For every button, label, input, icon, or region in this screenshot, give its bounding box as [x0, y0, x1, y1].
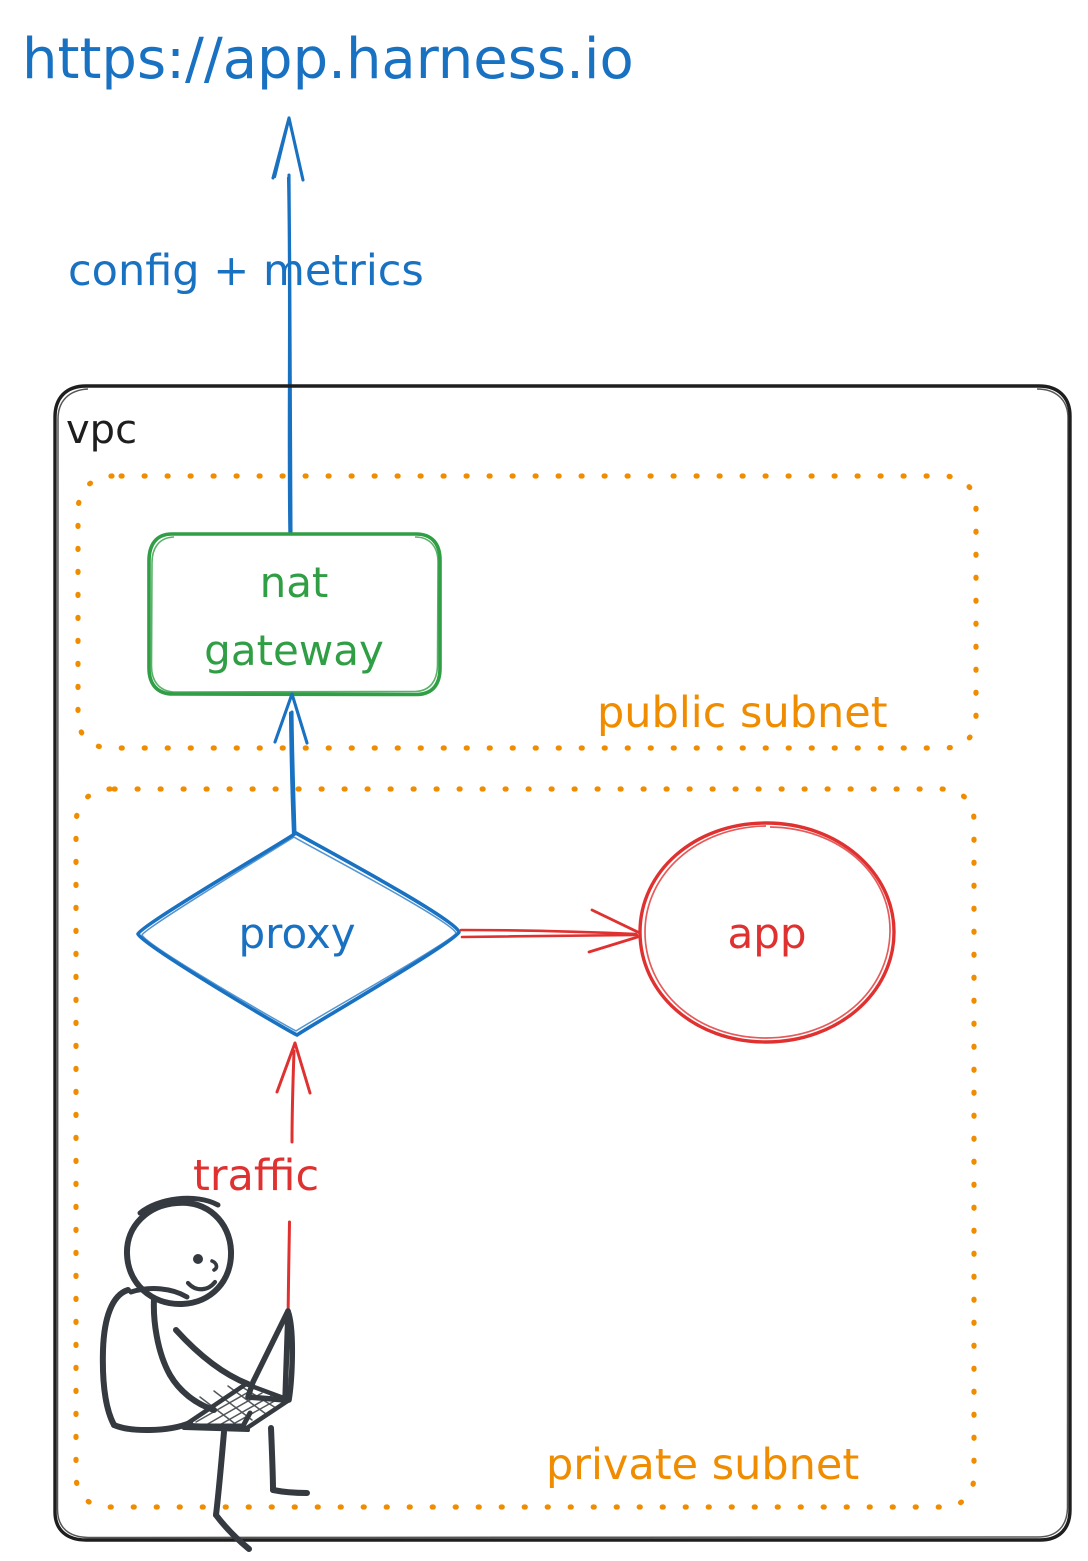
- edge-label-config-metrics: config + metrics: [68, 246, 424, 296]
- node-label-app: app: [727, 909, 806, 958]
- edge-label-traffic: traffic: [193, 1151, 319, 1201]
- edge-proxy-to-app: [459, 908, 646, 954]
- user-stick-figure-icon: [99, 1195, 310, 1552]
- container-label-public-subnet: public subnet: [597, 688, 888, 738]
- node-app[interactable]: [638, 821, 896, 1044]
- edge-nat-to-internet: [271, 116, 305, 542]
- container-label-vpc: vpc: [66, 407, 137, 453]
- page-title: https://app.harness.io: [22, 27, 634, 92]
- node-label-nat-gateway-line1: nat: [260, 558, 329, 607]
- container-vpc: [53, 384, 1072, 1542]
- container-label-private-subnet: private subnet: [546, 1440, 859, 1490]
- edge-proxy-to-nat: [273, 692, 309, 836]
- node-label-proxy: proxy: [238, 909, 355, 958]
- node-proxy[interactable]: [136, 831, 461, 1037]
- node-nat-gateway[interactable]: [147, 532, 442, 697]
- node-label-nat-gateway-line2: gateway: [204, 626, 384, 675]
